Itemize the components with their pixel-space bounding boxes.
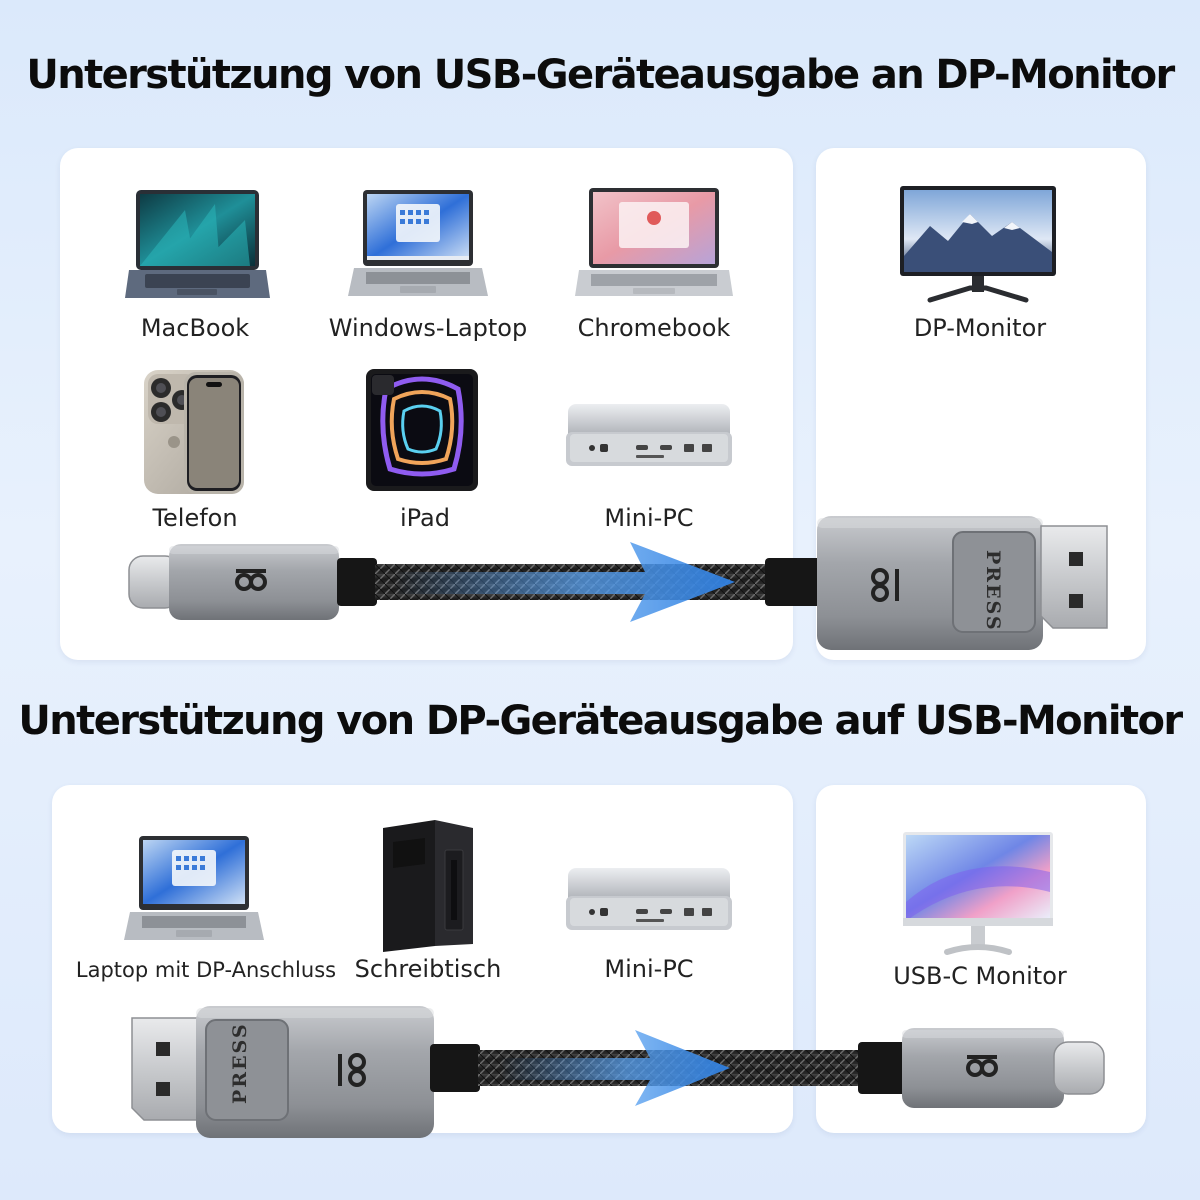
macbook-icon bbox=[125, 190, 270, 298]
source-label-windows-laptop: Windows-Laptop bbox=[328, 314, 528, 342]
source-label-chromebook: Chromebook bbox=[577, 314, 731, 342]
source-label-desktop: Schreibtisch bbox=[354, 955, 502, 983]
mini-pc-icon-2 bbox=[566, 868, 732, 930]
section-1-title: Unterstützung von USB-Geräteausgabe an D… bbox=[26, 52, 1175, 98]
source-label-ipad: iPad bbox=[399, 504, 450, 532]
strain-relief-left bbox=[337, 558, 377, 606]
direction-arrow bbox=[395, 542, 735, 622]
usb-c-tip bbox=[1053, 1041, 1105, 1095]
brand-logo-icon bbox=[966, 1055, 998, 1077]
usb-c-housing bbox=[169, 544, 339, 620]
laptop-icon bbox=[124, 836, 264, 940]
source-label-macbook: MacBook bbox=[140, 314, 250, 342]
dp-tip bbox=[131, 1017, 199, 1121]
target-label-dp-monitor: DP-Monitor bbox=[913, 314, 1047, 342]
chromebook-icon bbox=[575, 188, 733, 296]
press-button-label: PRESS bbox=[982, 550, 1004, 632]
dp-tip bbox=[1040, 525, 1108, 629]
strain-relief-left bbox=[430, 1044, 480, 1092]
brand-logo-icon bbox=[338, 1053, 366, 1087]
section-2-title: Unterstützung von DP-Geräteausgabe auf U… bbox=[18, 698, 1183, 744]
phone-front-icon bbox=[184, 372, 244, 494]
dp-monitor-icon bbox=[900, 186, 1056, 303]
cable-dp-to-usb-c: PRESS bbox=[131, 1006, 1105, 1138]
mini-pc-icon bbox=[566, 404, 732, 466]
windows-laptop-icon bbox=[348, 190, 488, 296]
source-label-mini-pc-2: Mini-PC bbox=[604, 955, 694, 983]
desktop-tower-icon bbox=[383, 820, 473, 952]
source-label-phone: Telefon bbox=[152, 504, 238, 532]
target-label-usb-c-monitor: USB-C Monitor bbox=[893, 962, 1067, 990]
press-button[interactable] bbox=[205, 1019, 289, 1121]
usb-c-monitor-icon bbox=[903, 832, 1053, 955]
strain-relief-right bbox=[765, 558, 821, 606]
press-button[interactable] bbox=[952, 531, 1036, 633]
brand-logo-icon bbox=[235, 569, 267, 591]
source-label-mini-pc: Mini-PC bbox=[604, 504, 694, 532]
ipad-icon bbox=[366, 369, 478, 491]
source-label-laptop-dp: Laptop mit DP-Anschluss bbox=[75, 958, 337, 982]
strain-relief-right bbox=[858, 1042, 906, 1094]
brand-logo-icon bbox=[871, 568, 899, 602]
cable-usb-c-to-dp: PRESS bbox=[128, 516, 1108, 650]
press-button-label: PRESS bbox=[229, 1022, 251, 1104]
direction-arrow bbox=[500, 1030, 730, 1106]
